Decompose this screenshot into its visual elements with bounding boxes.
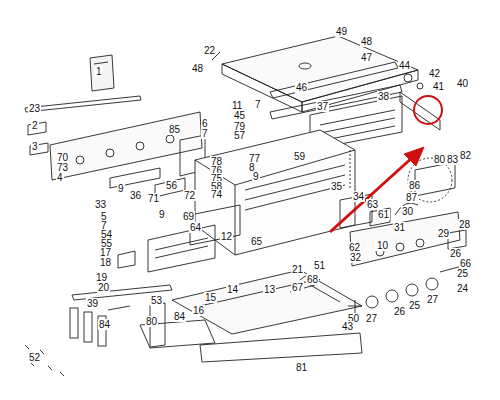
callout-number: 52 [28,352,41,363]
callout-number: 82 [459,150,472,161]
callout-number: 34 [352,191,365,202]
callout-number: 29 [437,228,450,239]
callout-number: 3 [31,141,39,152]
callout-number: 46 [295,82,308,93]
callout-number: 35 [330,181,343,192]
callout-number: 51 [313,260,326,271]
callout-number: 40 [456,78,469,89]
callout-number: 84 [98,319,111,330]
callout-number: 32 [349,252,362,263]
callout-number: 72 [183,190,196,201]
callout-number: 30 [401,206,414,217]
callout-number: 87 [405,192,418,203]
callout-number: 44 [398,60,411,71]
callout-number: 48 [191,63,204,74]
callout-number: 53 [150,295,163,306]
callout-number: 57 [233,130,246,141]
callout-number: 37 [316,101,329,112]
callout-number: 59 [293,151,306,162]
callout-number: 7 [201,128,209,139]
callout-number: 81 [295,362,308,373]
callout-number: 12 [220,231,233,242]
callout-number: 80 [145,316,158,327]
callout-number: 1 [95,66,103,77]
callout-number: 18 [99,257,112,268]
callout-number: 68 [306,274,319,285]
callout-number: 86 [408,180,421,191]
callout-number: 38 [377,91,390,102]
callout-number: 9 [252,171,260,182]
callout-number: 67 [291,282,304,293]
callout-number: 83 [446,154,459,165]
callout-number: 41 [432,81,445,92]
callout-number: 9 [117,183,125,194]
callout-number: 61 [377,209,390,220]
callout-number: 43 [341,321,354,332]
callout-number: 48 [360,36,373,47]
callout-number: 11 [231,100,243,111]
callout-number: 15 [204,292,217,303]
callout-number: 39 [86,298,99,309]
callout-number: 74 [210,189,223,200]
callout-number: 80 [433,154,446,165]
callout-number: 21 [291,264,304,275]
callout-number: 16 [192,305,205,316]
callout-number: 20 [97,282,110,293]
callout-number: 23 [28,103,41,114]
callout-number: 33 [94,199,107,210]
callout-number: 65 [250,236,263,247]
callout-number: 56 [165,180,178,191]
callout-number: 42 [428,68,441,79]
callout-number: 9 [158,209,166,220]
callout-number: 25 [456,268,469,279]
callout-number: 31 [393,222,406,233]
callout-number: 28 [458,219,471,230]
callout-number: 26 [393,306,406,317]
callout-number: 24 [456,283,469,294]
callout-number: 4 [56,172,64,183]
callout-number: 25 [408,300,421,311]
callout-number: 22 [203,45,216,56]
callout-number: 2 [31,120,39,131]
callout-number: 69 [182,211,195,222]
callout-number: 14 [226,284,239,295]
callout-number: 10 [376,240,389,251]
callout-number: 71 [147,193,160,204]
callout-number: 84 [173,311,186,322]
callout-number: 85 [168,124,181,135]
callout-number: 45 [233,110,246,121]
callout-number: 64 [189,222,202,233]
callout-number: 49 [335,26,348,37]
callout-number: 47 [360,52,373,63]
callout-number: 27 [426,294,439,305]
callout-number: 36 [129,190,142,201]
callout-number: 7 [254,99,262,110]
callout-number: 13 [263,284,276,295]
callout-number: 27 [365,313,378,324]
